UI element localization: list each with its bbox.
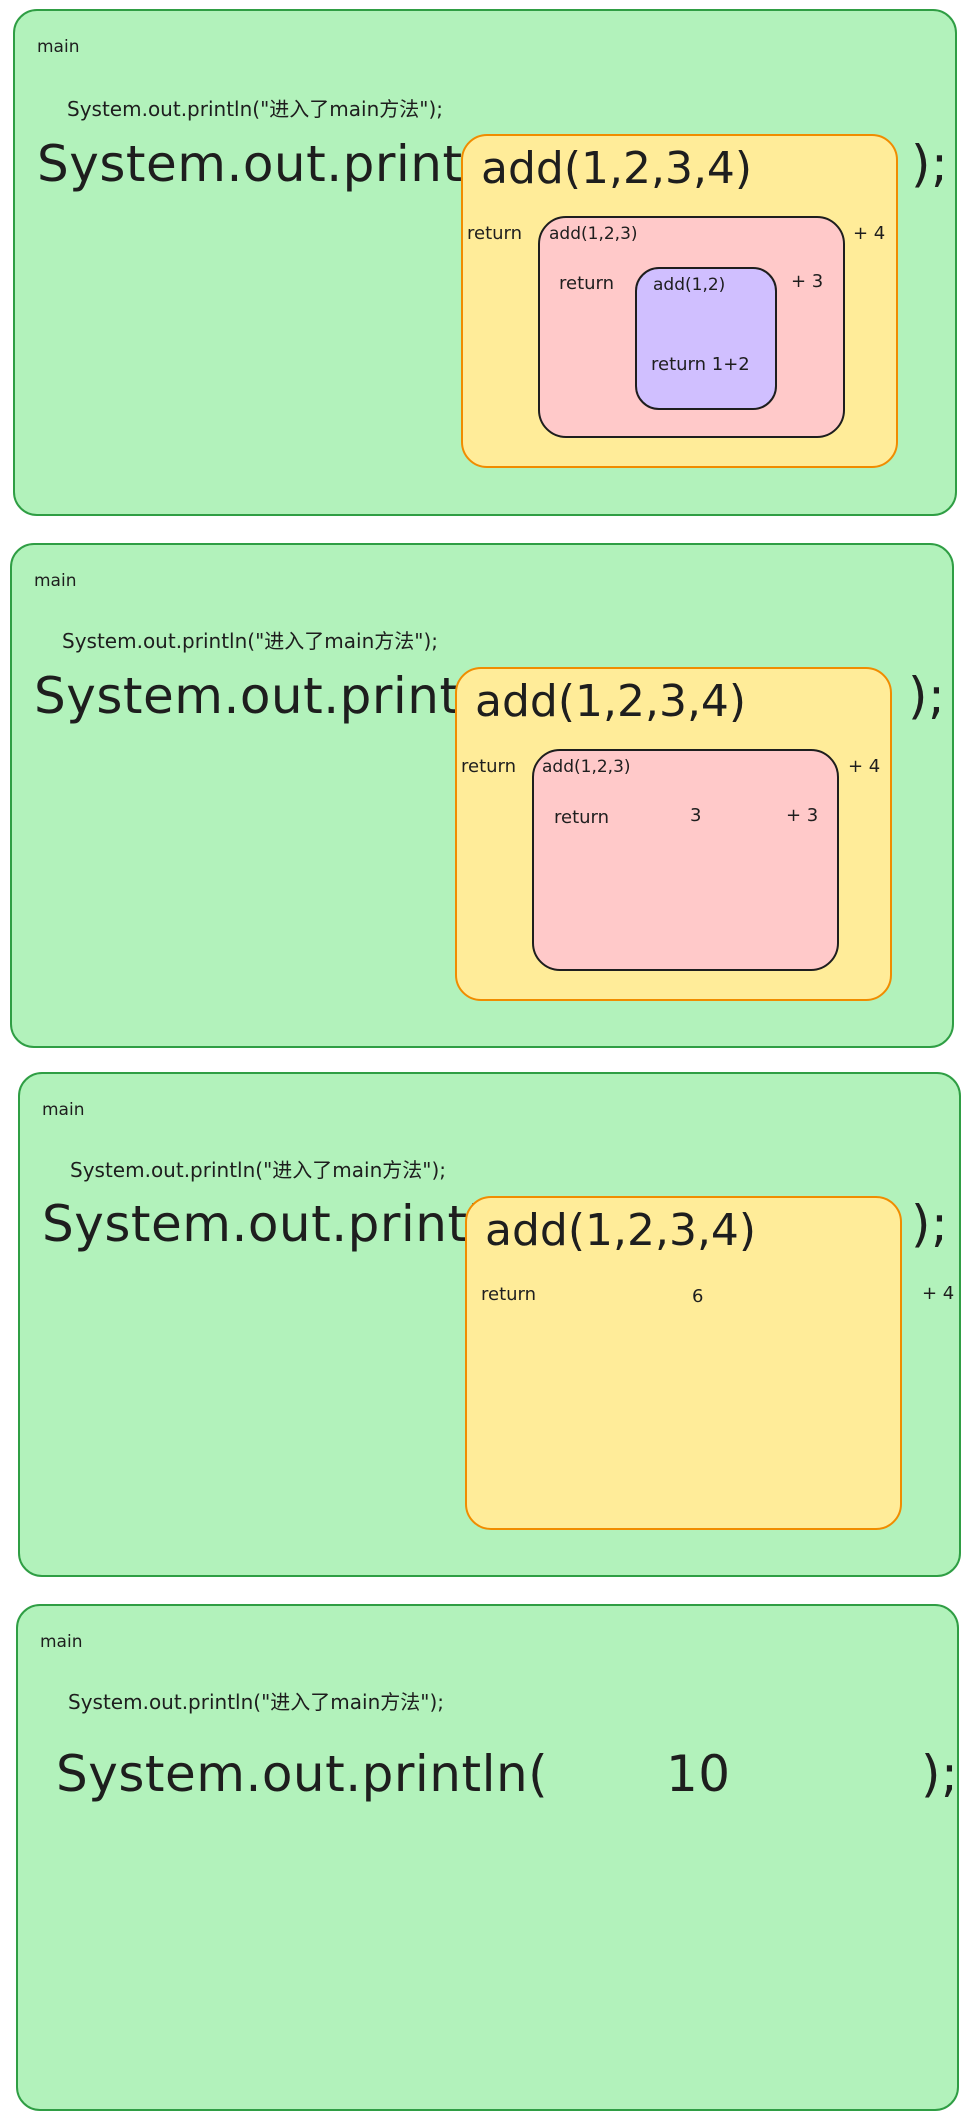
- mid-plus3-label: + 3: [786, 805, 819, 826]
- println-close: );: [908, 667, 946, 725]
- call-frame-panel-2: main System.out.println("进入了main方法"); Sy…: [10, 543, 954, 1048]
- inner-call-label: add(1,2): [653, 275, 726, 295]
- outer-call-frame: [465, 1196, 902, 1530]
- call-frame-panel-3: main System.out.println("进入了main方法"); Sy…: [18, 1072, 961, 1577]
- mid-call-label: add(1,2,3): [542, 757, 631, 777]
- outer-return-label: return: [467, 223, 523, 244]
- println-open: System.out.println(: [56, 1745, 549, 1803]
- println-open: System.out.println(: [37, 135, 530, 193]
- outer-call-label: add(1,2,3,4): [481, 143, 753, 194]
- mid-call-label: add(1,2,3): [549, 224, 638, 244]
- outer-call-label: add(1,2,3,4): [485, 1205, 757, 1256]
- outer-value-label: 6: [692, 1286, 704, 1307]
- result-value: 10: [666, 1745, 731, 1803]
- sysout-line: System.out.println("进入了main方法");: [68, 1690, 444, 1714]
- call-frame-panel-1: main System.out.println("进入了main方法"); Sy…: [13, 9, 957, 516]
- sysout-line: System.out.println("进入了main方法");: [70, 1158, 446, 1182]
- mid-plus3-label: + 3: [791, 271, 824, 292]
- mid-call-frame: [532, 749, 839, 971]
- inner-call-frame: [635, 267, 777, 410]
- main-label: main: [34, 571, 77, 591]
- sysout-line: System.out.println("进入了main方法");: [67, 97, 443, 121]
- call-frame-panel-4: main System.out.println("进入了main方法"); Sy…: [16, 1604, 959, 2111]
- println-close: );: [921, 1745, 959, 1803]
- main-label: main: [42, 1100, 85, 1120]
- mid-return-label: return: [554, 807, 610, 828]
- sysout-line: System.out.println("进入了main方法");: [62, 629, 438, 653]
- outer-call-label: add(1,2,3,4): [475, 676, 747, 727]
- outer-plus4-label: + 4: [848, 756, 881, 777]
- outer-return-label: return: [481, 1284, 537, 1305]
- println-close: );: [911, 1195, 949, 1253]
- inner-return-label: return 1+2: [651, 354, 750, 375]
- mid-return-label: return: [559, 273, 615, 294]
- outer-return-label: return: [461, 756, 517, 777]
- outer-plus4-label: + 4: [922, 1283, 955, 1304]
- main-label: main: [40, 1632, 83, 1652]
- println-close: );: [911, 135, 949, 193]
- println-open: System.out.println(: [42, 1195, 535, 1253]
- mid-value-label: 3: [690, 805, 702, 826]
- println-open: System.out.println(: [34, 667, 527, 725]
- outer-plus4-label: + 4: [853, 223, 886, 244]
- main-label: main: [37, 37, 80, 57]
